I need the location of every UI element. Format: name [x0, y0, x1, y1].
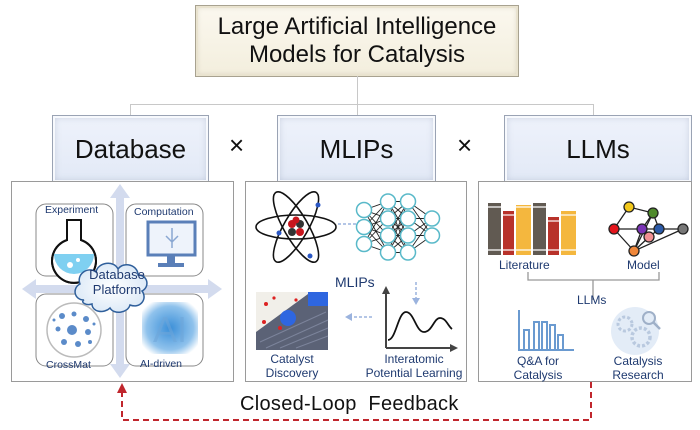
quadrant-ai-box [125, 293, 204, 367]
times-symbol-2: × [457, 130, 473, 160]
main-title-line1: Large Artificial Intelligence [217, 13, 497, 40]
mlips-panel-art [255, 191, 458, 352]
header-mlips-label: MLIPs [319, 133, 394, 164]
nn-edge [387, 201, 409, 253]
llms-center-label: LLMs [577, 293, 607, 307]
nn-node [379, 210, 397, 227]
database-platform-line1: Database [89, 267, 145, 282]
nn-node [423, 210, 441, 227]
connector-database [130, 104, 131, 116]
nn-node [399, 193, 417, 210]
catalysis-research-line2: Research [612, 368, 664, 382]
feedback-loop-arrow [117, 382, 592, 421]
atom-icon [255, 191, 337, 263]
potential-learning-line2: Potential Learning [365, 366, 463, 380]
connector-llms [593, 104, 594, 116]
mlips-panel: MLIPs Catalyst Discovery Interatomic Pot… [245, 181, 467, 382]
connector-horizontal [130, 104, 594, 105]
potential-learning-label: Interatomic Potential Learning [364, 352, 464, 380]
nn-node [379, 193, 397, 210]
monitor-icon [146, 220, 197, 267]
nn-node [399, 227, 417, 244]
times-symbol-1: × [229, 130, 245, 160]
feedback-arrowhead-icon [117, 383, 127, 393]
qa-catalysis-label: Q&A for Catalysis [503, 354, 573, 382]
quadrant-label-experiment: Experiment [45, 204, 99, 216]
header-llms: LLMs [504, 115, 692, 183]
arrow-nn-to-potential-head [412, 298, 420, 305]
atom-nucleus-icon [288, 216, 304, 236]
nn-node [355, 218, 373, 236]
nn-node [355, 201, 373, 219]
llms-panel: Literature Model LLMs Q&A for Catalysis … [478, 181, 692, 382]
ai-watermark-text: AI [153, 309, 187, 350]
qa-catalysis-line1: Q&A for [516, 354, 560, 368]
nn-node [399, 210, 417, 227]
electron-icon [307, 253, 313, 259]
catalyst-discovery-line2: Discovery [265, 366, 319, 380]
feedback-label: Closed-Loop Feedback [240, 393, 459, 415]
electron-icon [315, 202, 321, 208]
database-platform-label: Database Platform [82, 267, 152, 297]
quadrant-crossmat-box [35, 293, 114, 367]
header-mlips: MLIPs [277, 115, 436, 183]
nn-node [379, 227, 397, 244]
quadrant-label-ai-driven: AI-driven [140, 358, 183, 370]
model-label: Model [627, 258, 660, 272]
header-database: Database [52, 115, 209, 183]
gears-research-icon [611, 307, 661, 355]
bar-chart-icon [518, 310, 574, 351]
feedback-dashed-line [121, 382, 592, 421]
llms-panel-art [488, 201, 689, 355]
catalyst-discovery-line1: Catalyst [270, 352, 314, 366]
nn-node [379, 244, 397, 261]
potential-learning-line1: Interatomic [384, 352, 444, 366]
database-panel-art: AI [22, 184, 222, 378]
database-platform-line2: Platform [92, 282, 142, 297]
nn-node [423, 227, 441, 244]
quadrant-computation-box [125, 203, 204, 277]
catalysis-research-line1: Catalysis [613, 354, 663, 368]
catalyst-discovery-label: Catalyst Discovery [252, 352, 332, 380]
potential-curve-icon [382, 286, 458, 352]
electron-icon [276, 230, 282, 236]
database-panel: AI Experiment Computation CrossMat AI-dr… [11, 181, 234, 382]
connector-trunk [357, 76, 358, 116]
literature-label: Literature [499, 258, 550, 272]
arrow-potential-to-catalyst-head [345, 313, 352, 321]
cloud-icon [74, 262, 148, 313]
bracket-connector [527, 272, 660, 300]
mlips-center-label: MLIPs [335, 274, 375, 290]
main-title-box: Large Artificial Intelligence Models for… [195, 5, 519, 77]
header-database-label: Database [74, 133, 187, 164]
ai-glow-icon [142, 302, 198, 354]
graph-model-icon [608, 201, 689, 257]
neural-network-icon [355, 193, 441, 261]
qa-catalysis-line2: Catalysis [513, 368, 563, 382]
nn-node [399, 244, 417, 261]
main-title-line2: Models for Catalysis [248, 41, 466, 68]
flask-icon [51, 219, 97, 284]
books-icon [488, 203, 576, 255]
crossmat-pattern-icon [46, 302, 102, 358]
catalysis-research-label: Catalysis Research [603, 354, 673, 382]
header-llms-label: LLMs [566, 133, 630, 164]
quadrant-label-crossmat: CrossMat [46, 359, 91, 371]
quadrant-label-computation: Computation [134, 206, 194, 218]
nn-node [355, 235, 373, 253]
catalyst-surface-icon [256, 292, 329, 350]
